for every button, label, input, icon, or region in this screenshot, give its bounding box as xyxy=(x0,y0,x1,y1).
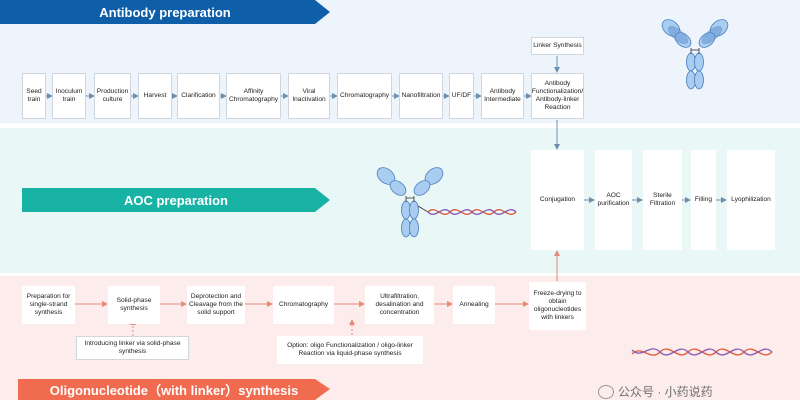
aoc-step-sterile-filtration: Sterile Filtration xyxy=(643,150,682,250)
oligo-step-chromatography: Chromatography xyxy=(273,286,334,324)
antibody-step-seed-train: Seed train xyxy=(22,73,46,119)
aoc-step-filling: Filling xyxy=(691,150,716,250)
oligo-step-solid-phase-synthesis: Solid-phase synthesis xyxy=(108,286,160,324)
antibody-step-production-culture: Production culture xyxy=(94,73,131,119)
oligo-synthesis-banner: Oligonucleotide（with linker）synthesis xyxy=(18,379,330,400)
antibody-step-antibody-intermediate: Antibody Intermediate xyxy=(481,73,524,119)
antibody-step-functionalization: Antibody Functionalization/ Antibody-lin… xyxy=(531,73,584,119)
oligo-step-deprotection-cleavage: Deprotection and Cleavage from the solid… xyxy=(187,286,245,324)
antibody-step-clarification: Clarification xyxy=(177,73,220,119)
antibody-step-uf-df: UF/DF xyxy=(449,73,474,119)
oligo-step-ultrafiltration: Ultrafiltration, desalination and concen… xyxy=(365,286,434,324)
oligo-step-freeze-drying: Freeze-drying to obtain oligonucleotides… xyxy=(529,282,586,330)
liquid-phase-option-box: Option: oligo Functionalization / oligo-… xyxy=(277,336,423,364)
antibody-flow-arrows xyxy=(46,56,560,150)
oligo-flow-arrows xyxy=(75,250,560,307)
antibody-step-inoculum-train: Inoculum train xyxy=(52,73,86,119)
antibody-step-nanofiltration: Nanofiltration xyxy=(399,73,443,119)
antibody-step-viral-inactivation: Viral Inactivation xyxy=(288,73,330,119)
introducing-linker-box: Introducing linker via solid-phase synth… xyxy=(76,336,189,360)
aoc-step-lyophilization: Lyophilization xyxy=(727,150,775,250)
antibody-step-harvest: Harvest xyxy=(138,73,172,119)
antibody-preparation-banner: Antibody preparation xyxy=(0,0,330,24)
watermark: 公众号 · 小药说药 xyxy=(598,383,713,400)
aoc-preparation-banner: AOC preparation xyxy=(22,188,330,212)
wechat-icon xyxy=(598,384,614,399)
antibody-step-affinity-chromatography: Affinity Chromatography xyxy=(226,73,281,119)
antibody-step-chromatography: Chromatography xyxy=(337,73,392,119)
aoc-step-conjugation: Conjugation xyxy=(531,150,584,250)
linker-synthesis-box: Linker Synthesis xyxy=(531,37,584,55)
watermark-text: 公众号 · 小药说药 xyxy=(618,385,713,399)
oligo-step-annealing: Annealing xyxy=(453,286,495,324)
aoc-step-aoc-purification: AOC purification xyxy=(595,150,632,250)
oligo-step-preparation: Preparation for single-strand synthesis xyxy=(22,286,75,324)
